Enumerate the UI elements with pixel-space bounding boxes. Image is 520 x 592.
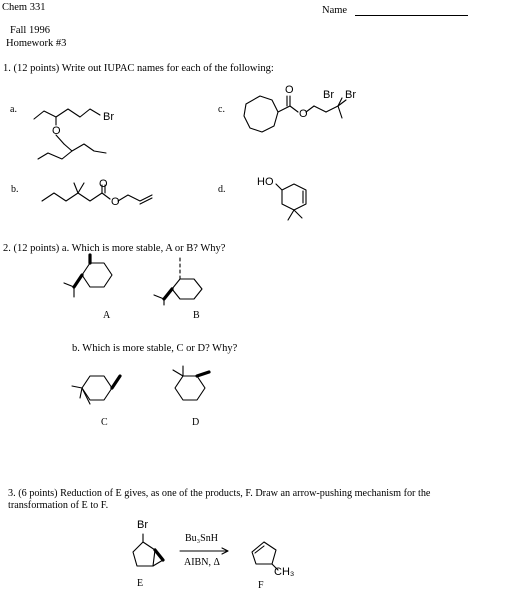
name-label: Name (322, 5, 348, 16)
label-D: D (192, 417, 200, 428)
q1-b-label: b. (11, 184, 19, 195)
name-blank[interactable] (355, 15, 468, 16)
structure-a (33, 108, 107, 160)
structure-b (41, 182, 153, 205)
q1-prompt: 1. (12 points) Write out IUPAC names for… (3, 63, 274, 74)
q1-d-label: d. (218, 184, 226, 195)
q3-methyl: CH₃ (274, 566, 295, 578)
semester: Fall 1996 (10, 25, 50, 36)
q1-b-ester-oxygen: O (111, 196, 120, 208)
q1-a-label: a. (10, 104, 17, 115)
q1-c-bromine-2: Br (345, 89, 356, 101)
q2-prompt-b: b. Which is more stable, C or D? Why? (72, 343, 238, 354)
q1-c-bromine-1: Br (323, 89, 334, 101)
structure-F (251, 541, 279, 571)
structure-c (243, 95, 347, 133)
q1-c-carbonyl-oxygen: O (285, 84, 294, 96)
label-E: E (137, 578, 144, 589)
assignment-title: Homework #3 (6, 38, 67, 49)
q1-d-hydroxyl: HO (257, 176, 274, 188)
q1-a-bromine: Br (103, 111, 114, 123)
course-title: Chem 331 (2, 2, 46, 13)
structure-d (275, 183, 307, 221)
reagent-bottom: AIBN, Δ (184, 557, 220, 568)
structure-C (71, 374, 122, 405)
q1-a-oxygen: O (52, 125, 61, 137)
label-A: A (103, 310, 111, 321)
q3-prompt-line-2: transformation of E to F. (8, 500, 109, 511)
q1-c-ester-oxygen: O (299, 108, 308, 120)
reagent-top: Bu₃SnH (185, 533, 218, 544)
q3-bromine: Br (137, 519, 148, 531)
structure-D (172, 365, 211, 401)
q3-prompt-line-1: 3. (6 points) Reduction of E gives, as o… (8, 488, 431, 499)
reaction-arrow (179, 547, 229, 555)
structure-E (132, 533, 165, 567)
label-F: F (258, 580, 264, 591)
structure-A (63, 253, 113, 298)
structure-B (153, 256, 203, 306)
q1-c-label: c. (218, 104, 225, 115)
label-B: B (193, 310, 200, 321)
q2-prompt-a: 2. (12 points) a. Which is more stable, … (3, 243, 226, 254)
q1-b-carbonyl-oxygen: O (99, 178, 108, 190)
label-C: C (101, 417, 108, 428)
